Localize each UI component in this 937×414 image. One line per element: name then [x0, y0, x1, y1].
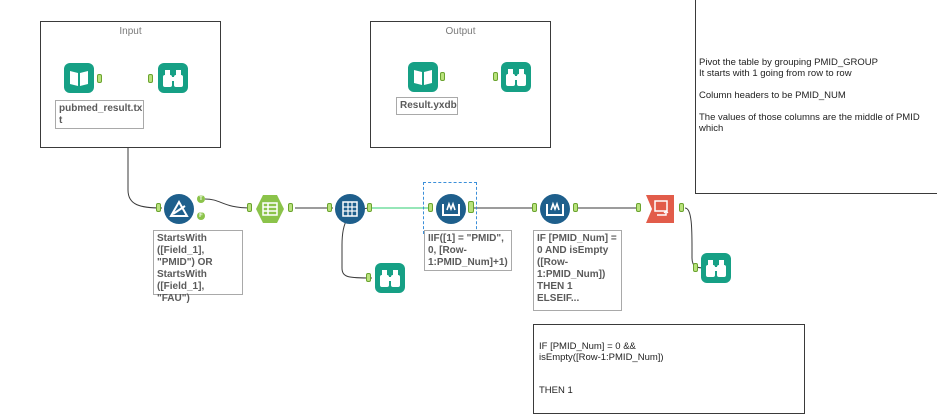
- browse3-input-anchor[interactable]: [366, 273, 371, 282]
- multirow1-output-anchor[interactable]: [468, 201, 474, 213]
- cross-tab-icon: [646, 195, 674, 223]
- triangle-filter-icon: [169, 200, 189, 217]
- binoculars-icon: [506, 69, 526, 86]
- select-output-anchor[interactable]: [288, 203, 293, 212]
- pivot-comment: Pivot the table by grouping PMID_GROUP I…: [695, 0, 937, 194]
- output-container-title: Output: [445, 26, 476, 37]
- browse1-input-anchor[interactable]: [148, 74, 153, 83]
- binoculars-icon: [380, 270, 400, 287]
- record-tool-output-anchor[interactable]: [367, 203, 372, 212]
- formula-comment: IF [PMID_Num] = 0 && isEmpty([Row-1:PMID…: [533, 324, 805, 414]
- browse-tool-2[interactable]: [501, 62, 531, 92]
- book-icon: [414, 70, 432, 85]
- multirow1-expression-annotation: IIF([1] = "PMID", 0, [Row- 1:PMID_Num]+1…: [424, 230, 512, 271]
- browse-tool-3[interactable]: [375, 263, 405, 293]
- input-data-tool[interactable]: [64, 63, 94, 93]
- binoculars-icon: [706, 260, 726, 277]
- table-select-icon: [256, 195, 284, 223]
- multirow2-output-anchor[interactable]: [573, 203, 578, 212]
- multirow-formula-tool-2[interactable]: [540, 194, 570, 224]
- filter-expression-annotation: StartsWith ([Field_1], "PMID") OR Starts…: [153, 230, 243, 304]
- crosstab-output-anchor[interactable]: [679, 203, 684, 212]
- select-input-anchor[interactable]: [247, 203, 252, 212]
- record-tool-input-anchor[interactable]: [327, 203, 332, 212]
- multi-row-formula-icon: [546, 201, 564, 216]
- output-input-tool-anchor[interactable]: [440, 72, 445, 81]
- filter-input-anchor[interactable]: [156, 203, 161, 212]
- select-tool[interactable]: [255, 194, 285, 224]
- output-input-data-tool[interactable]: [408, 62, 438, 92]
- cross-tab-tool[interactable]: [644, 194, 676, 224]
- browse2-input-anchor[interactable]: [493, 72, 498, 81]
- record-id-tool[interactable]: [335, 194, 365, 224]
- browse-tool-4[interactable]: [701, 253, 731, 283]
- output-file-annotation: Result.yxdb: [396, 97, 458, 115]
- multirow2-expression-annotation: IF [PMID_Num] = 0 AND isEmpty ([Row- 1:P…: [533, 230, 622, 311]
- input-container-title: Input: [119, 26, 142, 37]
- filter-true-anchor[interactable]: T: [197, 195, 205, 203]
- binoculars-icon: [163, 70, 183, 87]
- multirow-formula-tool-1[interactable]: [436, 194, 466, 224]
- browse4-input-anchor[interactable]: [693, 263, 698, 272]
- input-tool-output-anchor[interactable]: [97, 74, 102, 83]
- filter-tool[interactable]: [164, 194, 194, 224]
- input-file-annotation: pubmed_result.tx t: [55, 100, 144, 129]
- multirow1-input-anchor[interactable]: [428, 203, 433, 212]
- book-icon: [70, 71, 88, 86]
- filter-false-anchor[interactable]: F: [197, 212, 205, 220]
- browse-tool-1[interactable]: [158, 63, 188, 93]
- multirow2-input-anchor[interactable]: [532, 203, 537, 212]
- grid-sparkle-icon: [342, 201, 358, 217]
- multi-row-formula-icon: [442, 201, 460, 216]
- crosstab-input-anchor[interactable]: [636, 203, 641, 212]
